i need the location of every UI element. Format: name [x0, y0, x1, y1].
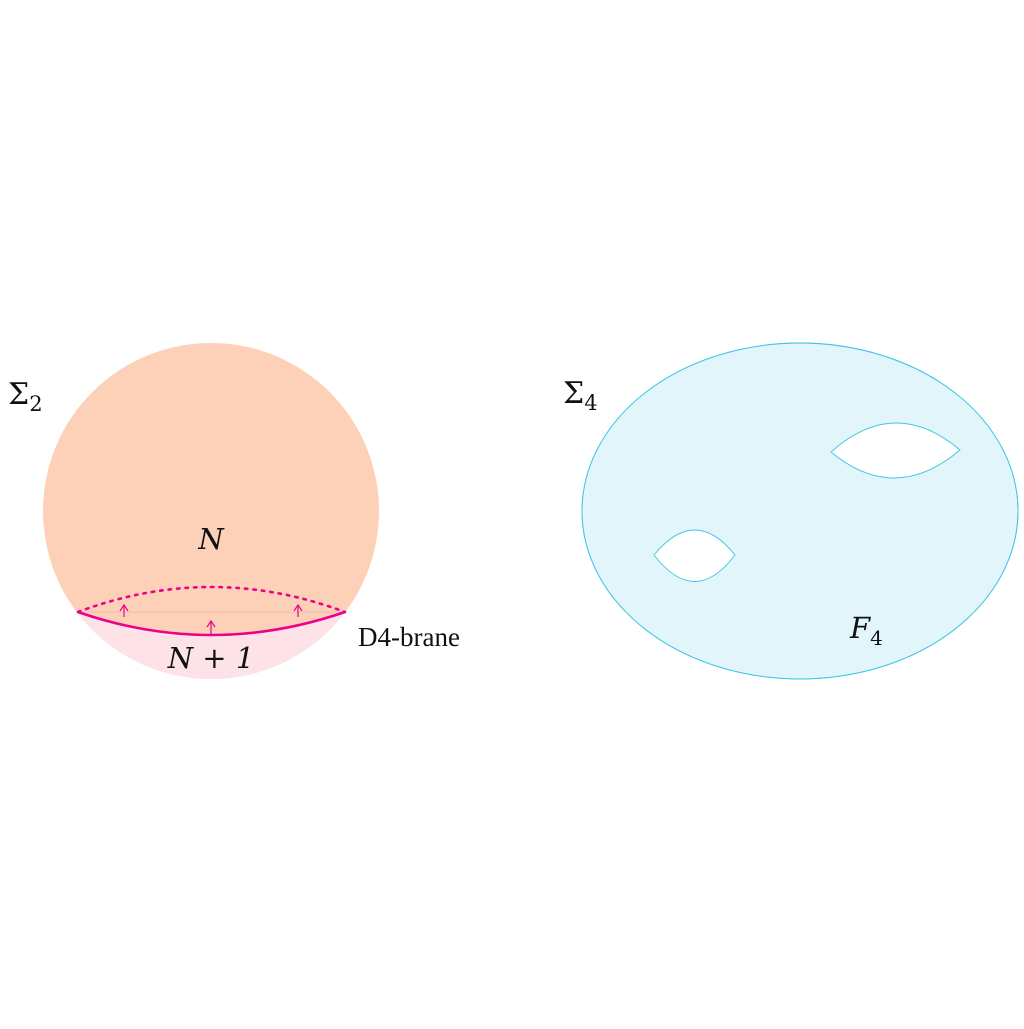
sigma-4-label: Σ4: [563, 376, 598, 415]
genus-two-surface: [581, 342, 1019, 680]
surface-hole-large: [830, 422, 961, 479]
arrow-up-icon: [206, 619, 216, 634]
lower-region-label: N + 1: [167, 641, 255, 675]
sphere-upper-region: [43, 343, 379, 679]
f4-flux-label: F4: [849, 611, 883, 650]
d4-brane-label: D4-brane: [358, 622, 460, 652]
upper-region-label: N: [197, 522, 225, 556]
surface-outline: [581, 342, 1019, 680]
arrow-up-icon: [293, 603, 303, 617]
sigma-2-label: Σ2: [8, 377, 43, 416]
brane-arrows: [119, 603, 303, 634]
left-figure: Σ2 N N + 1 D4-brane: [8, 343, 460, 679]
brane-back-arc: [76, 585, 347, 614]
right-figure: Σ4 F4: [563, 342, 1019, 680]
surface-hole-small: [653, 529, 736, 582]
arrow-up-icon: [119, 603, 129, 617]
brane-front-arc: [77, 610, 346, 637]
